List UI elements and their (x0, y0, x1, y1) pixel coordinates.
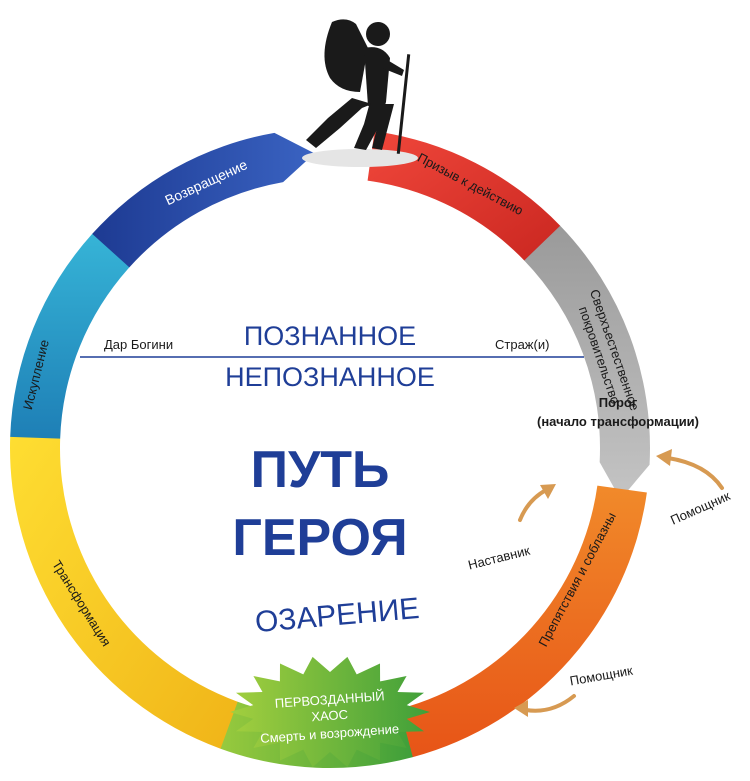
threshold-label-line2: (начало трансформации) (537, 414, 699, 429)
helper-top-arrow (666, 456, 724, 490)
helper-bottom-arrowhead (514, 700, 528, 717)
atonement-segment (10, 225, 137, 439)
helper-top-label: Помощник (668, 488, 732, 528)
mentor-arrow (518, 488, 548, 522)
abyss-starburst (230, 656, 430, 768)
guardians-label: Страж(и) (495, 337, 549, 352)
journey-ring (9, 131, 650, 768)
call-segment (367, 131, 566, 271)
helper-arrows (514, 449, 724, 717)
abyss-label-line2: ХАОС (311, 707, 349, 725)
transformation-segment (9, 401, 238, 749)
unknown-label: НЕПОЗНАННОЕ (225, 362, 435, 392)
supernatural-segment (524, 225, 650, 500)
hiker-icon (302, 19, 418, 167)
mentor-label: Наставник (466, 543, 531, 573)
helper-bottom-label: Помощник (569, 663, 635, 689)
return-segment (92, 132, 315, 268)
helper-top-arrowhead (656, 449, 672, 466)
helper-bottom-arrow (524, 694, 576, 713)
threshold-label-line1: Порог (599, 395, 638, 410)
insight-label: ОЗАРЕНИЕ (254, 592, 421, 639)
main-title-line2: ГЕРОЯ (232, 509, 407, 567)
mentor-arrowhead (540, 484, 556, 499)
main-title-line1: ПУТЬ (251, 441, 390, 499)
known-label: ПОЗНАННОЕ (244, 321, 416, 351)
goddess-label: Дар Богини (104, 337, 173, 352)
